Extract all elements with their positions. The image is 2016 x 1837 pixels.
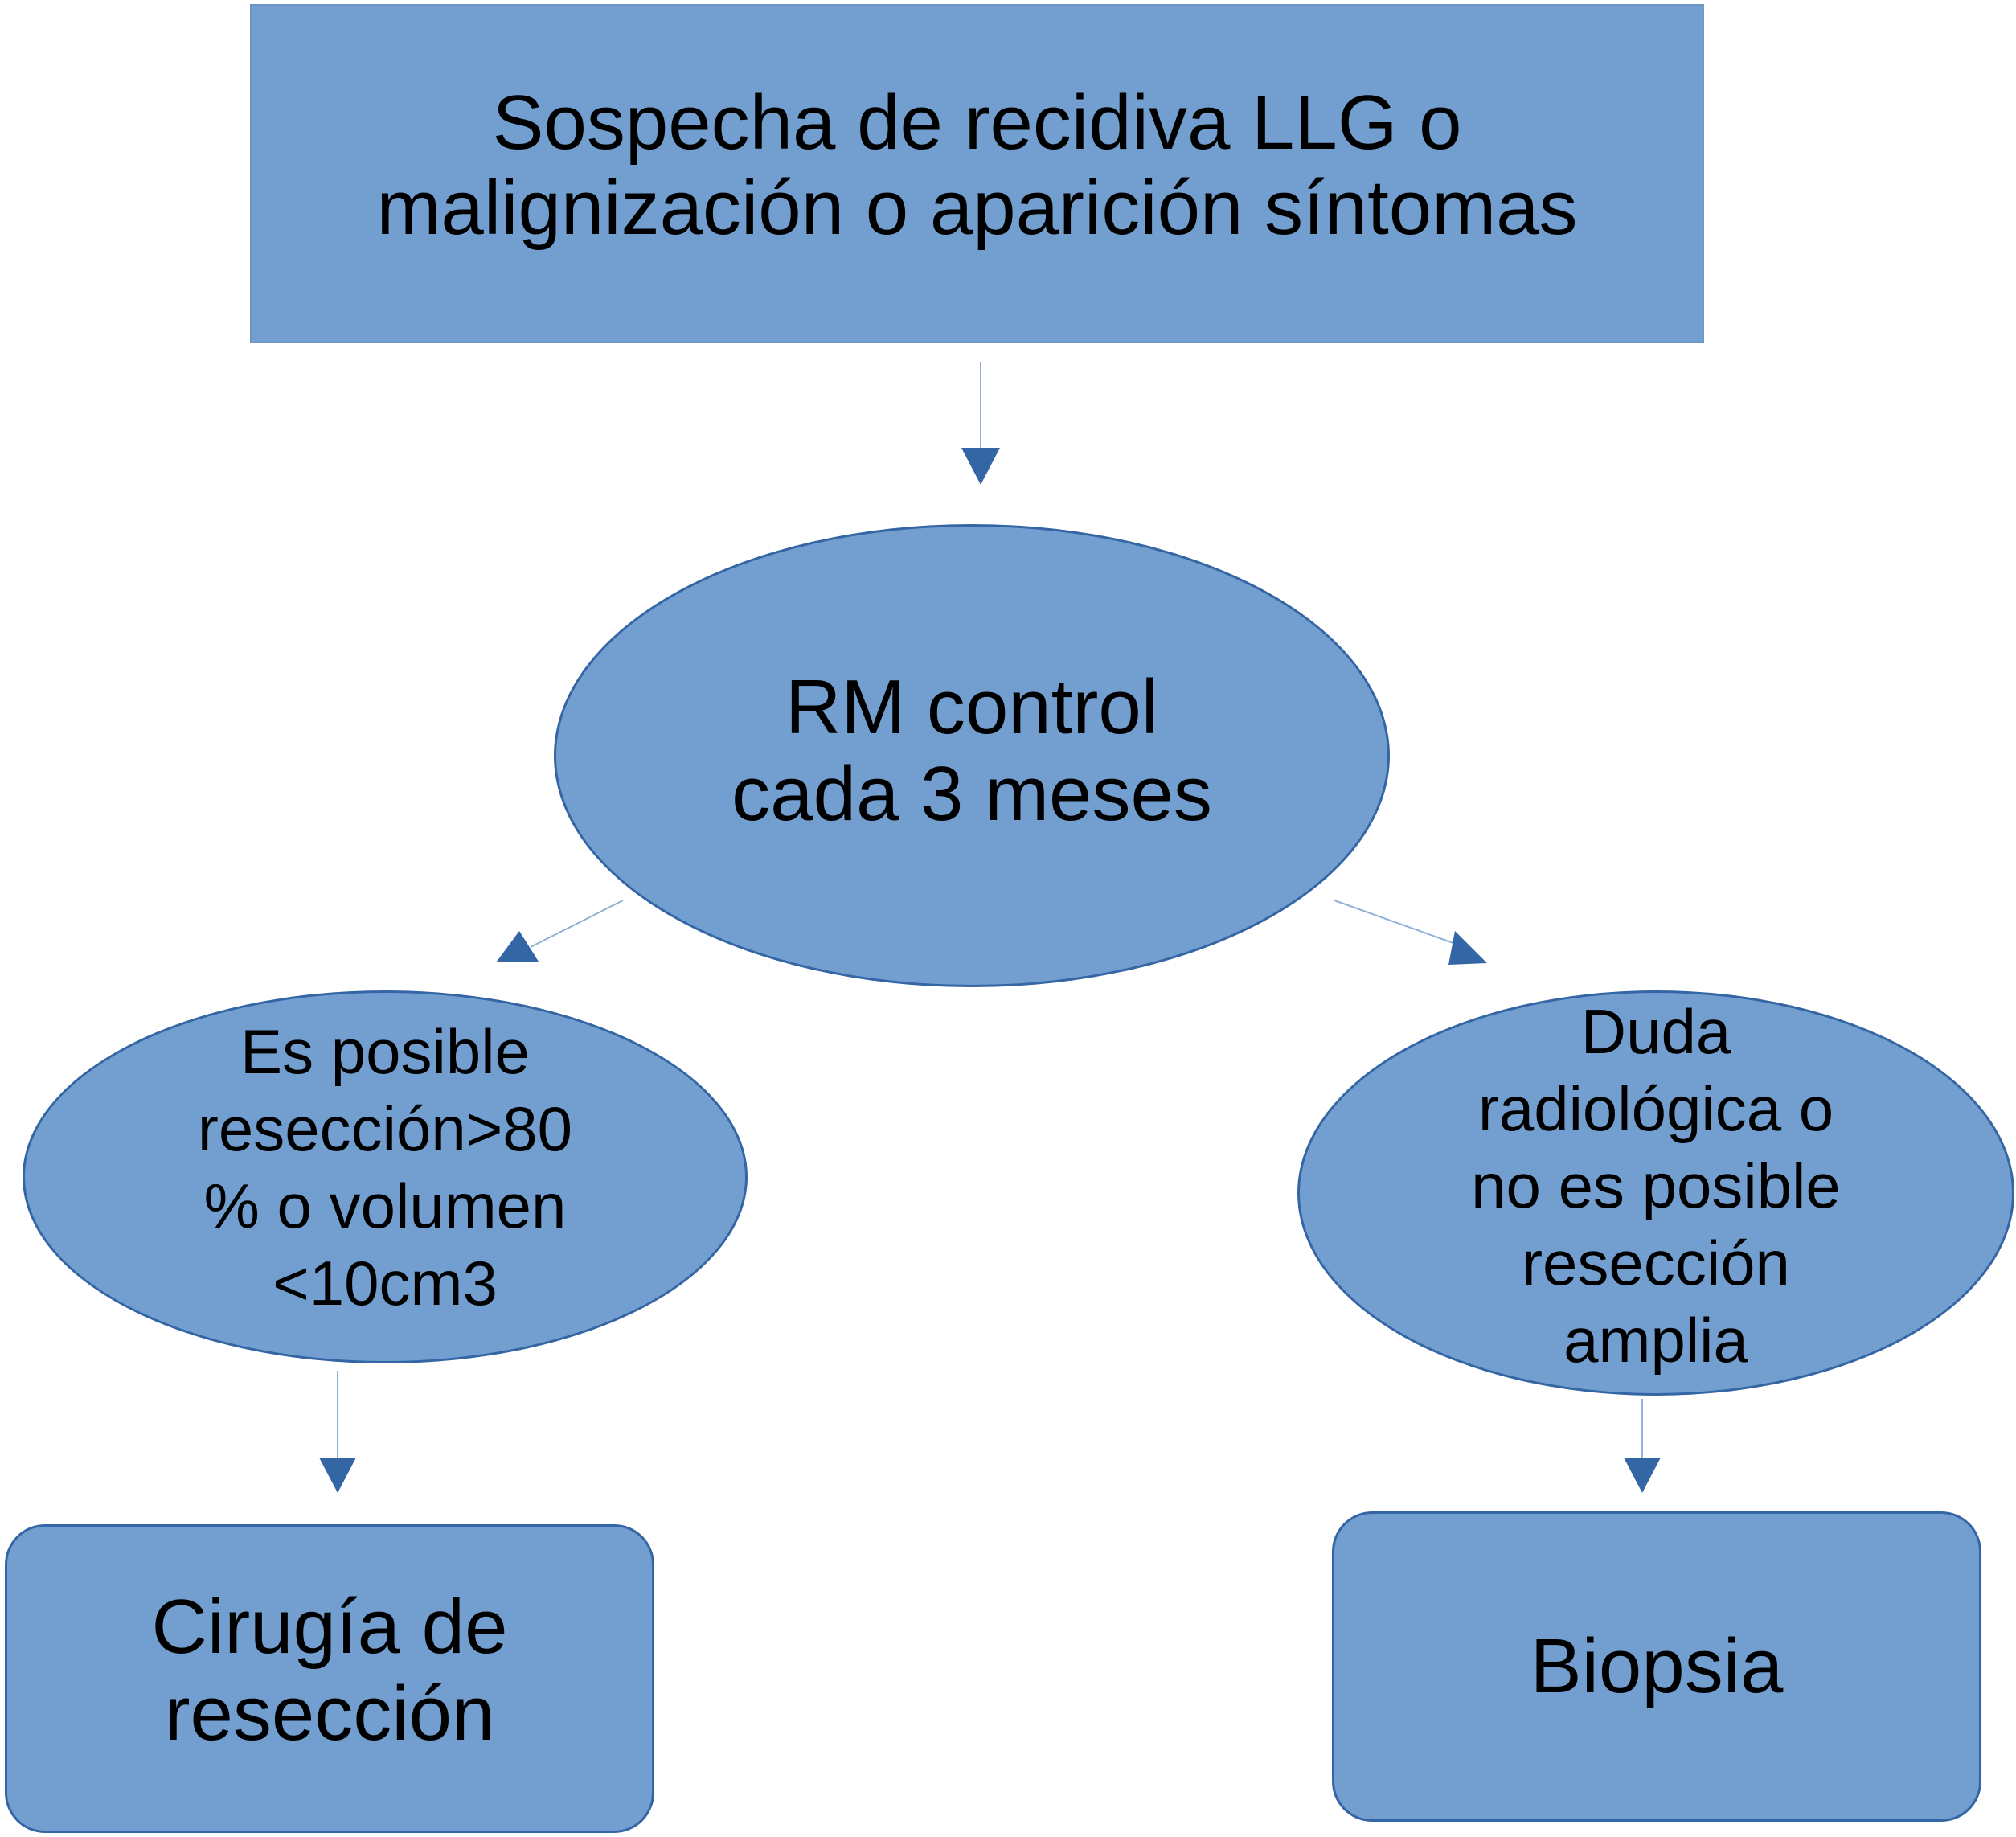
suspicion-line-1: Sospecha de recidiva LLG o — [492, 80, 1462, 166]
doubt-line-4: resección — [1522, 1228, 1790, 1298]
arrow-suspicion-to-mri — [961, 362, 1000, 485]
biopsy-line-1: Biopsia — [1530, 1623, 1784, 1709]
mri-control-ellipse: RM control cada 3 meses — [554, 524, 1390, 987]
biopsy-text: Biopsia — [1530, 1623, 1784, 1710]
suspicion-text: Sospecha de recidiva LLG o malignización… — [376, 80, 1577, 251]
surgery-line-1: Cirugía de — [151, 1584, 508, 1670]
doubt-ellipse: Duda radiológica o no es posible resecci… — [1297, 990, 2014, 1396]
surgery-line-2: resección — [164, 1671, 495, 1757]
doubt-line-1: Duda — [1580, 996, 1731, 1067]
arrow-mri-to-doubt — [1334, 900, 1487, 965]
surgery-text: Cirugía de resección — [152, 1584, 508, 1757]
suspicion-line-2: malignización o aparición síntomas — [376, 165, 1578, 251]
arrow-doubt-to-biopsy — [1624, 1399, 1661, 1493]
doubt-text: Duda radiológica o no es posible resecci… — [1471, 993, 1841, 1379]
mri-control-text: RM control cada 3 meses — [731, 664, 1212, 838]
arrow-mri-to-resection — [497, 900, 624, 962]
resection-possible-line-1: Es posible — [240, 1016, 530, 1087]
doubt-line-2: radiológica o — [1477, 1073, 1834, 1144]
resection-possible-line-4: <10cm3 — [272, 1248, 498, 1318]
resection-possible-text: Es posible resección>80 % o volumen <10c… — [198, 1013, 572, 1322]
resection-possible-line-2: resección>80 — [197, 1093, 573, 1164]
arrow-resection-to-surgery — [319, 1371, 356, 1493]
mri-control-line-2: cada 3 meses — [731, 751, 1212, 837]
resection-possible-ellipse: Es posible resección>80 % o volumen <10c… — [23, 990, 748, 1363]
surgery-box: Cirugía de resección — [5, 1524, 654, 1833]
resection-possible-line-3: % o volumen — [203, 1171, 567, 1241]
mri-control-line-1: RM control — [785, 664, 1159, 750]
doubt-line-5: amplia — [1563, 1305, 1748, 1376]
biopsy-box: Biopsia — [1332, 1511, 1981, 1822]
suspicion-box: Sospecha de recidiva LLG o malignización… — [250, 4, 1704, 343]
doubt-line-3: no es posible — [1471, 1150, 1841, 1221]
